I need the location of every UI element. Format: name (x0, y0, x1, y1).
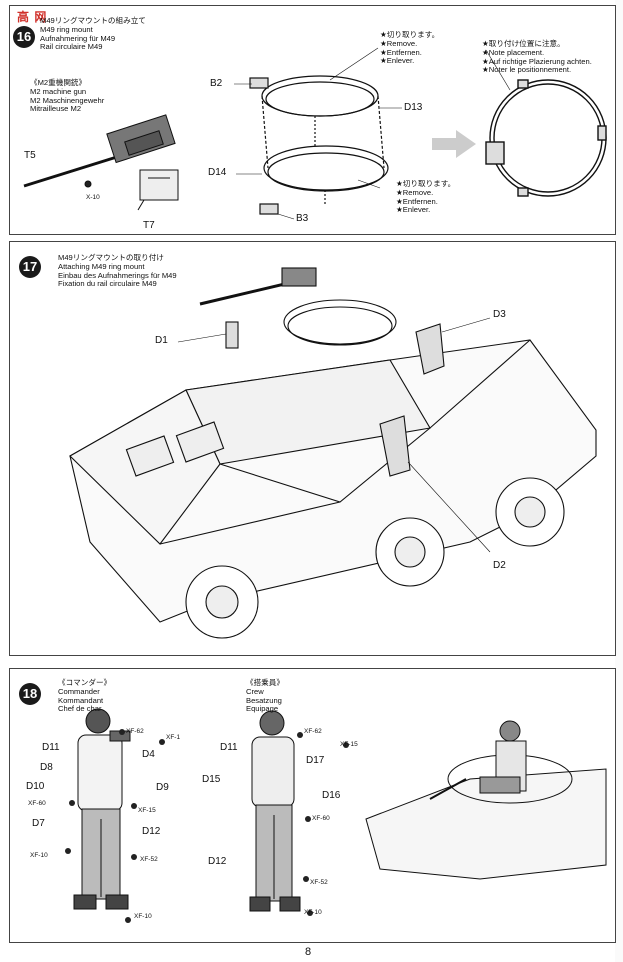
step-18-panel: 18 《コマンダー》 Commander Kommandant Chef de … (9, 668, 616, 943)
site-logo-text: 高 网 (17, 10, 48, 24)
part-label-d15: D15 (202, 774, 221, 785)
crew-fr: Equipage (246, 704, 279, 714)
paint-xf10: XF-10 (134, 913, 152, 920)
armored-car-illustration (69, 267, 597, 639)
note-de: ★Entfernen. (380, 47, 422, 57)
part-label-t7: T7 (143, 220, 155, 231)
paint-xf10: XF-10 (304, 909, 322, 916)
step-17-badge: 17 (19, 256, 41, 278)
step-16-badge: 16 (13, 26, 35, 48)
crew-en: Crew (246, 686, 264, 696)
paint-xf52: XF-52 (310, 879, 328, 886)
step-16-panel: 高 网 16 M49リングマウントの組み立て M49 ring mount Au… (9, 5, 616, 235)
part-label-d8: D8 (40, 762, 53, 773)
step-17-panel: 17 M49リングマウントの取り付け Attaching M49 ring mo… (9, 241, 616, 656)
commander-de: Kommandant (58, 695, 104, 705)
paint-reference-dots (65, 729, 349, 923)
gun-jp: 《M2重機関銃》 (30, 78, 87, 87)
paint-xf1: XF-1 (166, 734, 181, 741)
commander-figure-illustration (73, 708, 131, 910)
part-label-d3: D3 (493, 309, 506, 320)
page-number: 8 (305, 946, 312, 958)
vehicle-with-crew-illustration (365, 720, 607, 880)
title-fr: Fixation du rail circulaire M49 (58, 279, 157, 289)
title-jp: M49リングマウントの組み立て (40, 16, 146, 25)
part-label-d7: D7 (32, 818, 45, 829)
part-label-d13: D13 (404, 102, 423, 113)
title-en: Attaching M49 ring mount (58, 261, 145, 271)
commander-jp: 《コマンダー》 (58, 678, 112, 687)
gun-de: M2 Maschinengewehr (30, 95, 105, 105)
part-label-d9: D9 (156, 782, 169, 793)
title-de: Einbau des Aufnahmerings für M49 (58, 270, 177, 280)
crew-jp: 《搭乗員》 (246, 678, 284, 687)
note-jp: ★切り取ります。 (380, 30, 440, 39)
paint-xf15: XF-15 (340, 741, 358, 748)
part-label-d10: D10 (26, 781, 45, 792)
placement-note: ★取り付け位置に注意。 ★Note placement. ★Auf richti… (482, 39, 592, 75)
m2-gun-caption: 《M2重機関銃》 M2 machine gun M2 Maschinengewe… (30, 78, 105, 114)
part-label-d12: D12 (142, 826, 161, 837)
note-jp: ★取り付け位置に注意。 (482, 39, 565, 48)
step-16-drawing (23, 47, 607, 220)
part-label-d16: D16 (322, 790, 341, 801)
part-label-d12: D12 (208, 856, 227, 867)
paint-xf62: XF-62 (304, 728, 322, 735)
note-en: ★Note placement. (482, 47, 545, 57)
leader-lines (177, 317, 491, 553)
part-label-d2: D2 (493, 560, 506, 571)
note-jp: ★切り取ります。 (396, 179, 456, 188)
part-label-b3: B3 (296, 213, 309, 224)
part-label-b2: B2 (210, 78, 223, 89)
part-label-d4: D4 (142, 749, 155, 760)
note-en: ★Remove. (380, 38, 418, 48)
gun-fr: Mitrailleuse M2 (30, 104, 82, 114)
note-fr: ★Enlever. (380, 56, 415, 66)
ring-mount-exploded-illustration (249, 75, 389, 215)
crew-caption: 《搭乗員》 Crew Besatzung Equipage (246, 678, 284, 714)
note-de: ★Entfernen. (396, 196, 438, 206)
page-edge (615, 0, 623, 962)
remove-note-top: ★切り取ります。 ★Remove. ★Entfernen. ★Enlever. (380, 30, 440, 66)
step-16-title: M49リングマウントの組み立て M49 ring mount Aufnahmer… (40, 16, 146, 52)
title-jp: M49リングマウントの取り付け (58, 253, 164, 262)
title-fr: Rail circulaire M49 (40, 42, 103, 52)
paint-xf60: XF-60 (28, 800, 46, 807)
paint-xf15: XF-15 (138, 807, 156, 814)
part-label-d17: D17 (306, 755, 325, 766)
paint-xf60: XF-60 (312, 815, 330, 822)
step-18-badge: 18 (19, 683, 41, 705)
title-de: Aufnahmering für M49 (40, 33, 116, 43)
step-18-drawing (65, 708, 607, 923)
commander-en: Commander (58, 686, 100, 696)
ring-mount-assembled-illustration (485, 79, 607, 197)
paint-xf62: XF-62 (126, 728, 144, 735)
gun-en: M2 machine gun (30, 86, 87, 96)
note-en: ★Remove. (396, 187, 434, 197)
note-de: ★Auf richtige Plazierung achten. (482, 56, 592, 66)
step-17-title: M49リングマウントの取り付け Attaching M49 ring mount… (58, 253, 177, 289)
step-arrow (432, 130, 476, 158)
paint-xf10: XF-10 (30, 852, 48, 859)
note-fr: ★Noter le positionnement. (482, 65, 572, 75)
title-en: M49 ring mount (40, 24, 93, 34)
part-label-d11: D11 (220, 742, 238, 753)
paint-xf52: XF-52 (140, 856, 158, 863)
note-fr: ★Enlever. (396, 205, 431, 215)
crew-de: Besatzung (246, 695, 282, 705)
part-label-d11: D11 (42, 742, 60, 753)
part-label-x10: X-10 (86, 194, 100, 201)
site-logo: 高 网 (11, 8, 79, 26)
step-17-drawing (69, 267, 597, 639)
crew-figure-illustration (249, 710, 301, 912)
commander-fr: Chef de char (58, 704, 102, 714)
m2-machine-gun-illustration (23, 114, 179, 211)
part-label-d14: D14 (208, 167, 227, 178)
remove-note-bottom: ★切り取ります。 ★Remove. ★Entfernen. ★Enlever. (396, 179, 456, 215)
leader-lines (234, 47, 511, 220)
part-label-t5: T5 (24, 150, 36, 161)
commander-caption: 《コマンダー》 Commander Kommandant Chef de cha… (58, 678, 112, 714)
part-label-d1: D1 (155, 335, 168, 346)
